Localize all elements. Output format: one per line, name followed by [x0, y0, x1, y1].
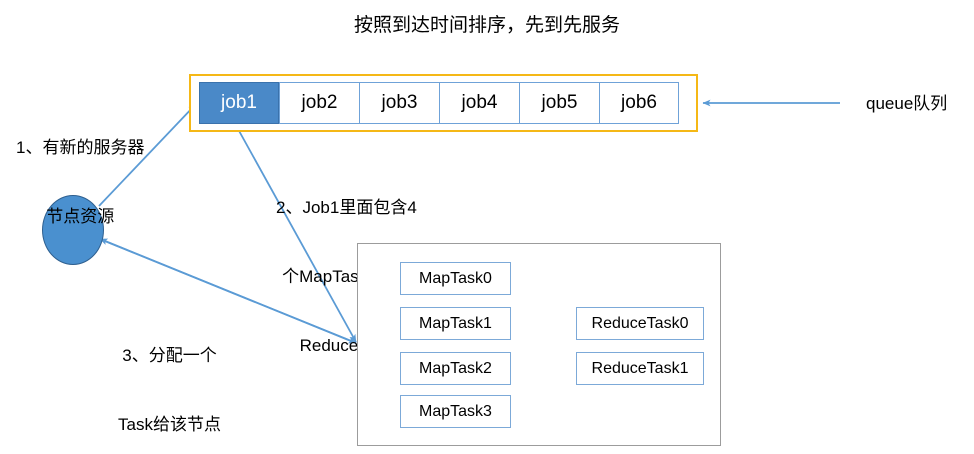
annotation-step-1-line-1: 1、有新的服务器 — [16, 138, 145, 157]
queue-job-cell-5[interactable]: job5 — [519, 82, 599, 124]
task-box-maptask-1[interactable]: MapTask1 — [400, 307, 511, 340]
queue-job-cell-1[interactable]: job1 — [199, 82, 279, 124]
server-node-circle[interactable] — [42, 195, 104, 265]
annotation-step-3-line-2: Task给该节点 — [118, 415, 221, 434]
annotation-step-2-line-1: 2、Job1里面包含4 — [276, 198, 417, 217]
queue-cell-list: job1 job2 job3 job4 job5 job6 — [199, 82, 679, 124]
task-box-maptask-2[interactable]: MapTask2 — [400, 352, 511, 385]
task-box-maptask-0[interactable]: MapTask0 — [400, 262, 511, 295]
queue-label: queue队列 — [866, 94, 948, 113]
annotation-step-1: 1、有新的服务器 节点资源 — [16, 90, 144, 274]
annotation-step-3-line-1: 3、分配一个 — [122, 346, 217, 365]
annotation-step-3: 3、分配一个 Task给该节点 — [118, 298, 221, 454]
task-box-reducetask-1[interactable]: ReduceTask1 — [576, 352, 704, 385]
queue-job-cell-2[interactable]: job2 — [279, 82, 359, 124]
task-box-maptask-3[interactable]: MapTask3 — [400, 395, 511, 428]
queue-job-cell-3[interactable]: job3 — [359, 82, 439, 124]
queue-job-cell-6[interactable]: job6 — [599, 82, 679, 124]
diagram-title: 按照到达时间排序，先到先服务 — [353, 15, 620, 36]
annotation-step-1-line-2: 节点资源 — [46, 207, 115, 226]
queue-job-cell-4[interactable]: job4 — [439, 82, 519, 124]
task-box-reducetask-0[interactable]: ReduceTask0 — [576, 307, 704, 340]
